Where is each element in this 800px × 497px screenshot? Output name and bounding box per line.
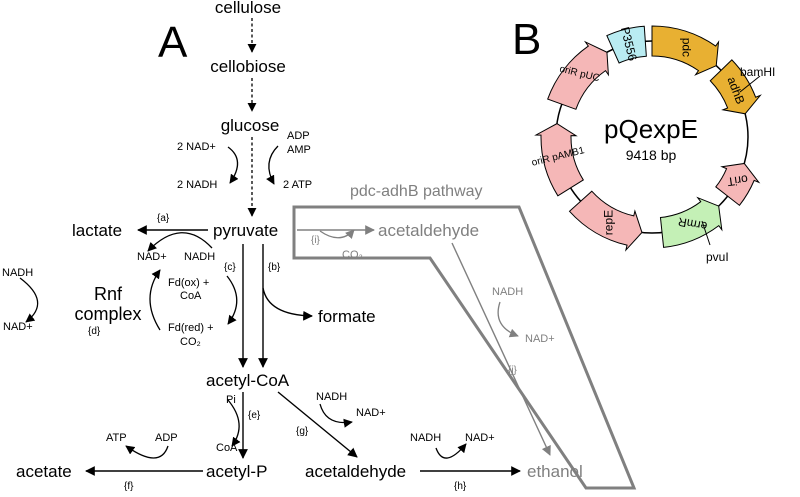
plasmid-feature-label: pdc (679, 38, 693, 57)
cofactor-coa: CoA (180, 290, 202, 302)
reaction-label-b: {b} (268, 262, 281, 273)
arrow-pta-coa (227, 399, 241, 447)
reaction-label-e: {e} (248, 410, 261, 421)
cofactor-ldh-nadh: NADH (184, 251, 215, 263)
plasmid-feature-adhb (709, 59, 762, 115)
arrow-adh2-nad (435, 443, 467, 459)
cofactor-pta-coa: CoA (216, 442, 238, 454)
plasmid-feature-pdc (651, 25, 720, 76)
arrow-rnf-left (19, 277, 39, 323)
cofactor-fd-ox: Fd(ox) + (168, 277, 209, 289)
plasmid-feature-ermr (659, 196, 723, 248)
metabolite-cellobiose: cellobiose (210, 57, 286, 76)
metabolite-pyruvate: pyruvate (213, 221, 278, 240)
bamhi-site-label: bamHI (740, 65, 775, 79)
cofactor-aldh-nadh: NADH (316, 391, 347, 403)
rnf-complex-line1: Rnf (94, 284, 123, 304)
plasmid-feature-label: repE (601, 210, 615, 235)
metabolite-glucose: glucose (221, 116, 280, 135)
arrow-acetylcoa-acetaldehyde (277, 391, 358, 458)
reaction-label-c: {c} (224, 262, 236, 273)
metabolite-ethanol: ethanol (527, 462, 583, 481)
metabolite-formate: formate (318, 307, 376, 326)
arrow-rnf-right (149, 269, 161, 331)
cofactor-ack-adp: ADP (155, 432, 178, 444)
metabolite-acetaldehyde: acetaldehyde (305, 462, 406, 481)
cofactor-ack-atp: ATP (106, 432, 127, 444)
arrow-ldh-nad (147, 232, 213, 252)
cofactor-ldh-nad: NAD+ (137, 251, 167, 263)
metabolite-acetyl-p: acetyl-P (206, 462, 267, 481)
reaction-label-a: {a} (157, 213, 170, 224)
cofactor-co2: CO₂ (180, 336, 201, 348)
plasmid-feature-orir-pamb1 (534, 123, 584, 197)
metabolite-cellulose: cellulose (215, 0, 281, 17)
cofactor-adh-nad: NAD+ (525, 333, 555, 345)
reaction-label-g: {g} (296, 426, 309, 437)
panel-b-label: B (512, 15, 541, 64)
plasmid-feature-repe (568, 190, 643, 252)
pdc-adhb-pathway-box (292, 205, 637, 490)
cofactor-glycolysis-adp: ADP (287, 130, 310, 142)
metabolite-acetate: acetate (16, 462, 72, 481)
plasmid-feature-label: oriT (726, 172, 749, 189)
pvui-site-label: pvuI (706, 250, 729, 264)
reaction-label-d: {d} (88, 326, 101, 337)
cofactor-adh2-nadh: NADH (410, 432, 441, 444)
cofactor-rnf-nadh: NADH (2, 267, 33, 279)
plasmid-name: pQexpE (604, 114, 698, 144)
cofactor-pta-pi: Pi (226, 394, 236, 406)
reaction-label-f: {f} (124, 481, 134, 492)
pvui-site-line (701, 220, 711, 246)
panel-a-label: A (158, 18, 188, 67)
cofactor-glycolysis-amp: AMP (287, 144, 311, 156)
panel-a: A pdc-adhB pathway cellulose cellobiose … (2, 0, 637, 492)
cofactor-adh-nadh: NADH (492, 286, 523, 298)
metabolite-lactate: lactate (72, 221, 122, 240)
arrow-adh-nad (497, 301, 519, 338)
arrow-glycolysis-adp (266, 145, 279, 185)
arrow-aldh-nad (319, 403, 353, 428)
bamhi-site-line (739, 75, 761, 93)
reaction-label-j: {j} (508, 365, 518, 376)
metabolite-acetaldehyde-pdc: acetaldehyde (378, 221, 479, 240)
cofactor-rnf-nad: NAD+ (3, 321, 33, 333)
arrow-acetaldehyde-ethanol-pdc (451, 242, 551, 456)
arrow-fd-cycle (226, 275, 238, 325)
metabolite-acetyl-coa: acetyl-CoA (206, 371, 290, 390)
arrow-pdc-co2 (319, 229, 355, 240)
reaction-label-h: {h} (454, 481, 467, 492)
cofactor-glycolysis-nadh: 2 NADH (177, 179, 217, 191)
plasmid-feature-orit (715, 162, 761, 207)
pathway-label: pdc-adhB pathway (350, 183, 483, 200)
arrow-glycolysis-nad (227, 146, 239, 184)
plasmid-feature-p3556 (606, 25, 647, 64)
plasmid-size: 9418 bp (626, 147, 677, 163)
arrow-to-formate (262, 287, 313, 321)
cofactor-adh2-nad: NAD+ (465, 432, 495, 444)
arrow-ack-atp (125, 445, 169, 459)
plasmid-feature-label: ermR (677, 215, 709, 234)
cofactor-fd-red: Fd(red) + (168, 322, 214, 334)
cofactor-glycolysis-atp: 2 ATP (283, 179, 312, 191)
cofactor-pdc-co2: CO₂ (342, 249, 363, 261)
cofactor-aldh-nad: NAD+ (356, 407, 386, 419)
plasmid-feature-orir-puc (547, 40, 610, 110)
cofactor-glycolysis-nad: 2 NAD+ (177, 141, 216, 153)
reaction-label-i: {i} (311, 235, 321, 246)
rnf-complex-line2: complex (74, 304, 141, 324)
